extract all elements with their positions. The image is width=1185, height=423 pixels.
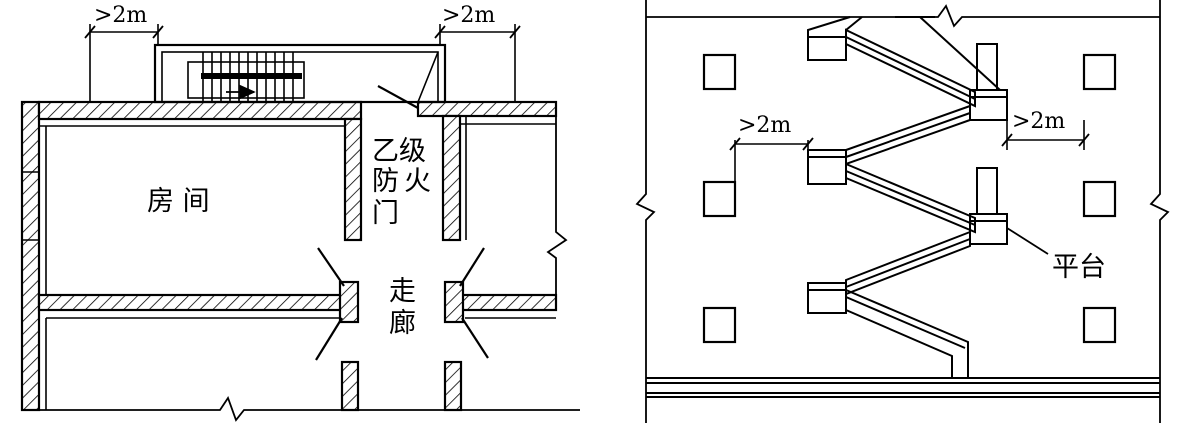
window bbox=[702, 53, 737, 91]
left-dim-right-label: >2m bbox=[442, 3, 495, 28]
window bbox=[702, 180, 737, 218]
window bbox=[702, 306, 737, 344]
right-dim-left-label: >2m bbox=[738, 113, 791, 138]
lower-wall-stub-right bbox=[443, 360, 463, 412]
room-wall-right bbox=[343, 117, 363, 242]
right-room-wall-stub bbox=[443, 280, 465, 324]
door-label-col1: 乙级 bbox=[372, 136, 426, 167]
window bbox=[1082, 53, 1117, 91]
left-dim-left-label: >2m bbox=[94, 3, 147, 28]
outer-wall-left bbox=[20, 100, 41, 412]
door-label-row2: 防 bbox=[372, 166, 399, 197]
door-swing-left-upper bbox=[317, 247, 345, 287]
elevation bbox=[635, 0, 1170, 423]
window bbox=[1082, 306, 1117, 344]
right-dim-right-label: >2m bbox=[1012, 109, 1065, 134]
stair-flights bbox=[807, 16, 1008, 379]
stair-door bbox=[377, 85, 419, 109]
right-room-wall-bottom bbox=[459, 293, 558, 312]
window bbox=[1082, 180, 1117, 218]
top-wall bbox=[37, 100, 363, 121]
corridor-label-2: 廊 bbox=[389, 308, 416, 339]
platform bbox=[807, 282, 847, 314]
platform-leader bbox=[1006, 227, 1049, 255]
floor-plan bbox=[20, 24, 580, 422]
door-swing-right-upper bbox=[459, 247, 485, 287]
top-wall-right bbox=[416, 100, 558, 118]
corridor-wall-right bbox=[441, 114, 462, 242]
door-label-row3: 门 bbox=[372, 198, 399, 229]
door-swing-left-lower bbox=[315, 317, 343, 361]
door-label-col2: 火 bbox=[404, 166, 431, 197]
room-wall-bottom-stub bbox=[338, 280, 360, 324]
door-swing-right-lower bbox=[461, 317, 489, 359]
platform-label: 平台 bbox=[1052, 252, 1106, 283]
lower-wall-stub-left bbox=[340, 360, 360, 412]
room-label: 房 间 bbox=[147, 186, 210, 217]
room-wall-bottom bbox=[37, 293, 347, 312]
corridor-label-1: 走 bbox=[389, 276, 416, 307]
platform bbox=[807, 149, 847, 185]
